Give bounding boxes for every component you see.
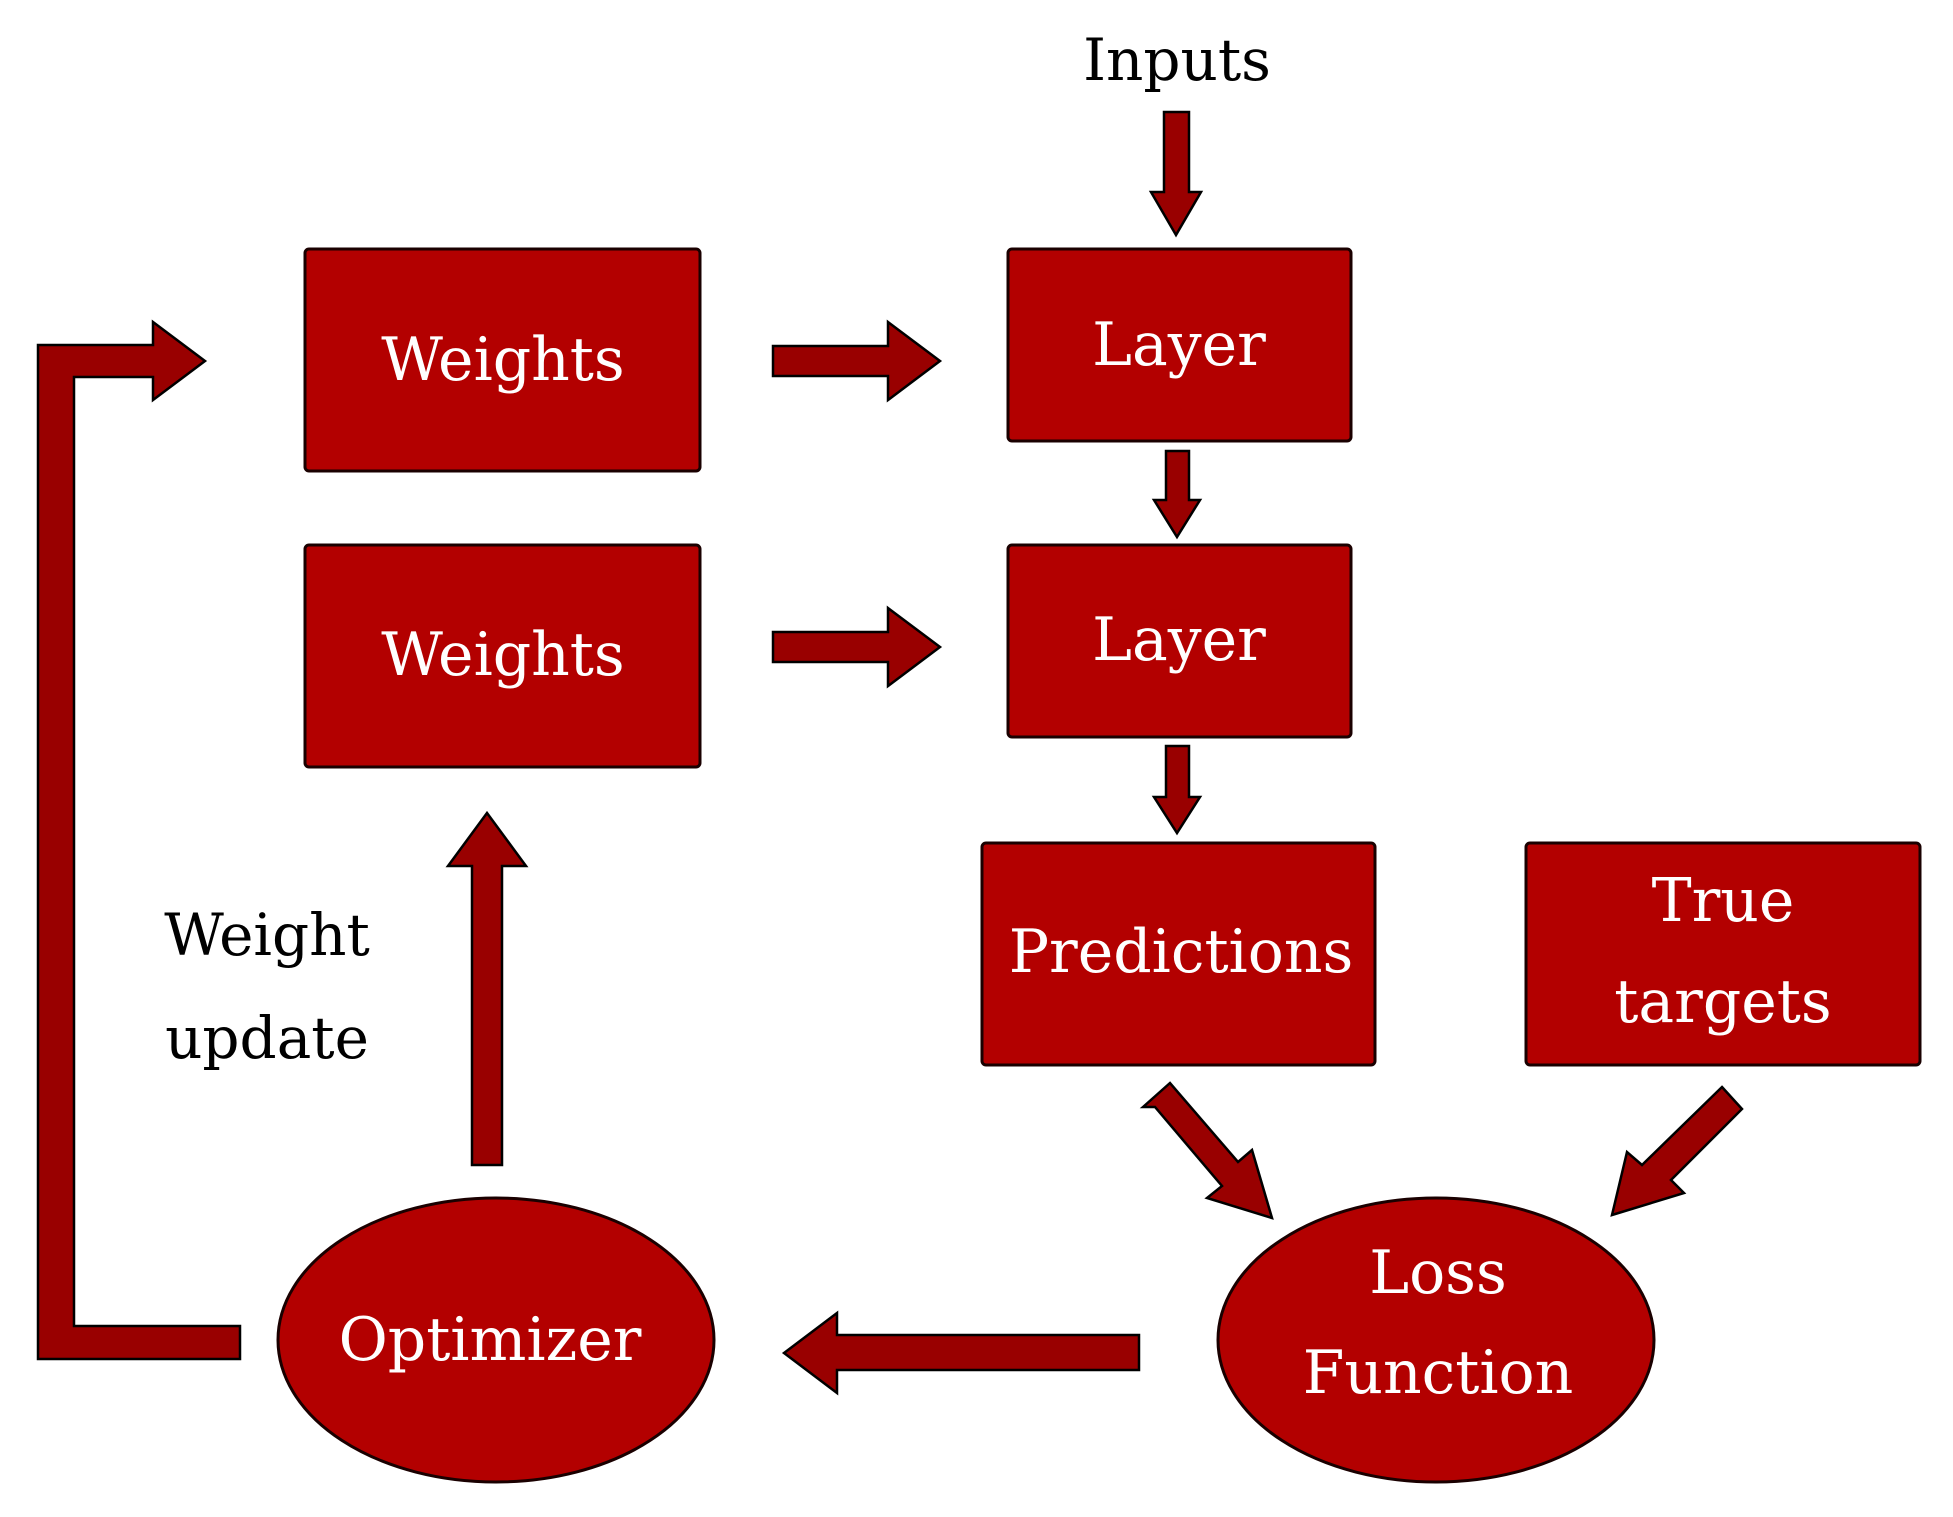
optimizer-node: Optimizer [276,1196,716,1484]
arrow-targets-to-loss [1610,1085,1744,1217]
layer-bottom-label: Layer [1092,605,1266,675]
predictions-label: Predictions [1009,917,1354,987]
arrow-weights-bottom-to-layer [771,605,943,689]
layer-bottom-box: Layer [1006,543,1353,739]
weights-bottom-box: Weights [303,543,702,769]
weights-bottom-label: Weights [381,620,624,690]
arrow-layer-to-predictions [1151,744,1203,836]
arrow-layer-to-layer [1151,449,1203,540]
weight-update-label-line1: Weight [164,901,370,969]
layer-top-label: Layer [1092,310,1266,380]
loss-function-node: Loss Function [1216,1196,1656,1484]
true-targets-box: True targets [1524,841,1922,1067]
arrow-optimizer-loop-to-weights-top [36,319,242,1361]
weight-update-label-line2: update [165,1004,369,1072]
weights-top-label: Weights [381,325,624,395]
arrow-weights-top-to-layer [771,319,943,403]
layer-top-box: Layer [1006,247,1353,443]
arrow-loss-to-optimizer [781,1310,1141,1396]
true-targets-label-line1: True [1652,866,1795,936]
arrow-inputs-to-layer [1148,110,1204,238]
true-targets-label-line2: targets [1614,967,1831,1037]
loss-function-label-line2: Function [1303,1338,1574,1408]
optimizer-label: Optimizer [339,1305,642,1375]
predictions-box: Predictions [980,841,1377,1067]
weights-top-box: Weights [303,247,702,473]
inputs-label: Inputs [1083,26,1271,94]
arrow-optimizer-to-weights [445,810,529,1167]
loss-function-label-line1: Loss [1369,1238,1507,1308]
arrow-predictions-to-loss [1139,1081,1274,1220]
